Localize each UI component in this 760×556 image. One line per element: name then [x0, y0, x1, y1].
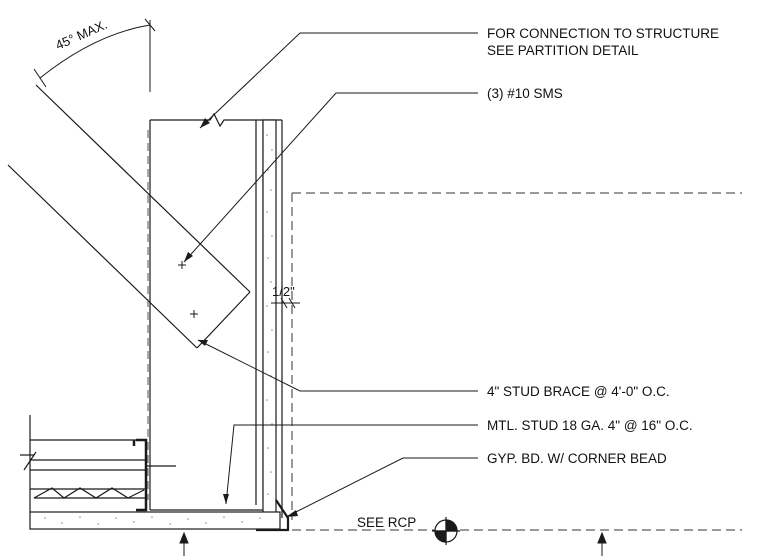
elevation-target-symbol	[432, 517, 460, 545]
angle-max-label: 45° MAX.	[53, 17, 109, 53]
stud-track-clip	[132, 438, 148, 512]
note-connection-line1: FOR CONNECTION TO STRUCTURE	[487, 26, 719, 41]
angle-dimension	[33, 18, 156, 92]
leader-arrowheads	[184, 118, 298, 517]
note-mtl-stud: MTL. STUD 18 GA. 4" @ 16" O.C.	[487, 418, 693, 433]
note-stud-brace: 4" STUD BRACE @ 4'-0" O.C.	[487, 384, 670, 399]
ceiling-framing	[20, 415, 146, 512]
ceiling-outline-dashed	[291, 192, 742, 531]
note-screws: (3) #10 SMS	[487, 86, 563, 101]
note-see-rcp: SEE RCP	[357, 515, 416, 530]
gap-dimension-label: 1/2"	[272, 284, 295, 299]
leader-lines	[183, 32, 478, 518]
gypsum-board-horizontal	[29, 511, 281, 530]
stud-brace	[7, 84, 251, 349]
partition-stud	[149, 112, 282, 511]
gypsum-board-vertical	[262, 119, 283, 519]
note-connection-line2: SEE PARTITION DETAIL	[487, 43, 639, 58]
screw-marks	[178, 261, 198, 318]
section-arrows	[179, 531, 607, 556]
note-gyp-board: GYP. BD. W/ CORNER BEAD	[487, 451, 667, 466]
gap-dimension	[271, 297, 300, 309]
corner-bead	[256, 499, 290, 532]
